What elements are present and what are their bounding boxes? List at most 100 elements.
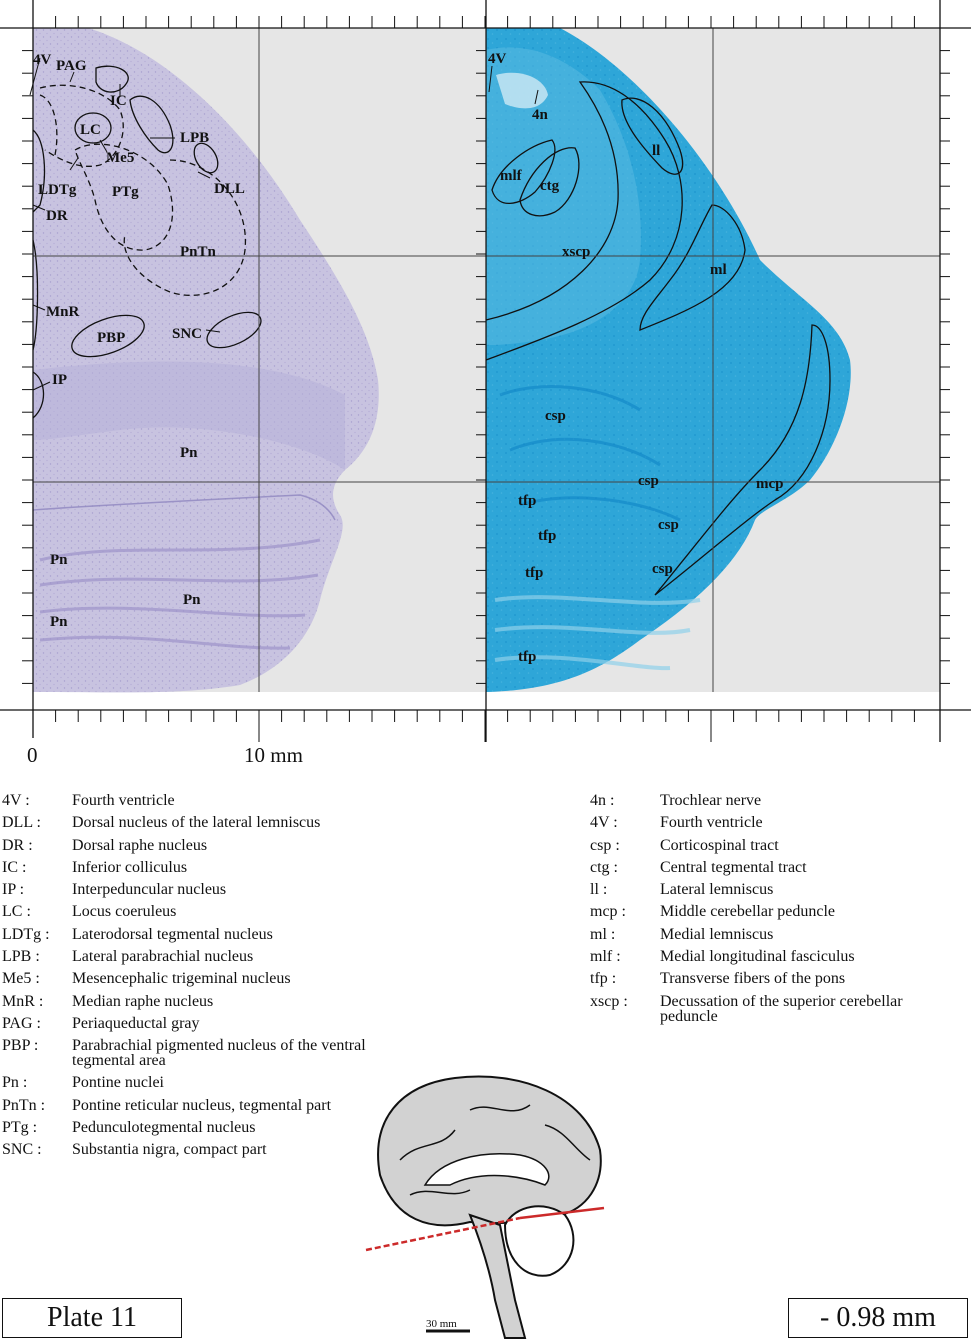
label-ptg: PTg [112,184,139,200]
snc-outline [206,311,262,349]
legend-row: LC : Locus coeruleus [2,901,432,923]
label-mnr: MnR [46,304,80,320]
brain-cerebellum [503,1205,575,1277]
label-dll: DLL [214,181,245,197]
legend-row: Me5 :Mesencephalic trigeminal nucleus [2,968,432,990]
label-pag: PAG [56,58,87,74]
legend-desc: Pontine nuclei [72,1074,164,1092]
legend-desc: Central tegmental tract [660,858,807,876]
nissl-pontine-striations [39,538,321,650]
legend-desc: Middle cerebellar peduncle [660,903,836,921]
legend-row: mlf :Medial longitudinal fasciculus [590,946,960,968]
label-4v-left: 4V [33,52,52,68]
brain-schematic-icon [365,1075,605,1339]
legend-abbr: 4n : [590,792,615,809]
ip-outline [32,371,45,419]
legend-desc: Transverse fibers of the pons [660,970,846,988]
brain-scale-label: 30 mm [426,1318,457,1330]
dll-outline [193,142,219,174]
axis-ticks [22,16,950,742]
lc-outline [74,112,112,144]
myelin-csp-bundles [499,385,681,522]
ctg-outline [519,147,580,217]
legend-row: SNC :Substantia nigra, compact part [2,1139,432,1161]
myelin-4v-leader [488,65,493,93]
label-mcp: mcp [756,476,784,492]
label-tfp-1: tfp [518,493,536,509]
brain-cerebrum [377,1075,602,1227]
label-ic: IC [110,93,127,109]
legend-desc: Dorsal raphe nucleus [72,836,208,854]
legend-row: MnR :Median raphe nucleus [2,991,432,1013]
label-snc: SNC [172,326,202,342]
ml-outline [639,204,746,331]
label-csp-2: csp [638,473,659,489]
legend-abbr: LC : [2,903,31,921]
nissl-ventral-fold [32,494,336,521]
legend-abbr: ll : [590,881,608,899]
ldtg-outline [39,94,58,156]
brain-cut-line-dashed [365,1216,521,1252]
label-ll: ll [652,143,660,159]
brain-corpus-callosum [423,1153,550,1186]
legend-abbr: LDTg : [2,925,50,943]
pntn-outline [123,159,247,296]
label-lc: LC [80,122,101,138]
legend-desc: Dorsal nucleus of the lateral lemniscus [72,814,321,832]
legend-desc: Locus coeruleus [72,903,177,921]
legend-abbr: Pn : [2,1074,28,1092]
nissl-pontine-band [33,361,345,470]
label-4v-right: 4V [488,51,507,67]
nissl-labels: 4V PAG IC LC LPB Me5 LDTg PTg DLL DR PnT… [33,52,245,630]
legend-abbr: LPB : [2,948,40,966]
myelin-labels: 4V 4n ll mlf ctg xscp ml csp csp mcp tfp… [488,51,784,665]
myelin-outlines [485,81,831,596]
legend-abbr: DLL : [2,814,41,832]
legend-abbr: ml : [590,925,616,943]
legend-row: PnTn :Pontine reticular nucleus, tegment… [2,1095,432,1117]
mlf-outline [491,139,556,205]
dr-outline [32,129,46,213]
legend-row: ctg :Central tegmental tract [590,857,960,879]
legend-abbr: PBP : [2,1037,39,1055]
legend-desc: Lateral parabrachial nucleus [72,948,254,966]
legend-abbr: IP : [2,881,25,899]
legend-row: xscp :Decussation of the superior cerebe… [590,991,960,1028]
legend-desc: Pedunculotegmental nucleus [72,1118,256,1136]
legend-abbr: IC : [2,858,27,876]
label-tfp-3: tfp [525,565,543,581]
legend-abbr: PAG : [2,1014,41,1032]
legend-row: Pn : Pontine nuclei [2,1072,432,1094]
brain-stem [468,1213,527,1339]
legend-abbr: mlf : [590,948,621,966]
mnr-outline [32,239,39,351]
ptg-outline [74,143,174,251]
legend-desc: Laterodorsal tegmental nucleus [72,925,273,943]
brain-gyri [399,1104,591,1196]
legend-row: LPB : Lateral parabrachial nucleus [2,946,432,968]
myelin-pontine-streaks [494,595,701,671]
legend-abbr: SNC : [2,1141,42,1159]
legend-desc: Fourth ventricle [72,792,175,809]
legend-desc: Fourth ventricle [660,814,763,832]
legend-desc: Lateral lemniscus [660,881,774,899]
legend-row: PTg : Pedunculotegmental nucleus [2,1117,432,1139]
plate-level: - 0.98 mm [788,1298,968,1338]
label-pn-1: Pn [180,445,198,461]
legend-abbr: 4V : [590,814,618,832]
legend-row: DR :Dorsal raphe nucleus [2,835,432,857]
label-ctg: ctg [540,178,560,194]
label-ip: IP [52,372,67,388]
label-pn-4: Pn [50,614,68,630]
legend-row: IP :Interpeduncular nucleus [2,879,432,901]
legend-desc: Pontine reticular nucleus, tegmental par… [72,1096,332,1114]
legend-desc: Parabrachial pigmented nucleus of the ve… [72,1037,366,1070]
legend-row: mcp :Middle cerebellar peduncle [590,901,960,923]
legend-abbr: Me5 : [2,970,40,988]
label-lpb: LPB [180,130,209,146]
brain-cut-line-solid [519,1206,605,1220]
label-pn-3: Pn [183,592,201,608]
legend-row: LDTg : Laterodorsal tegmental nucleus [2,924,432,946]
legend-abbr: PTg : [2,1118,38,1136]
legend-desc: Inferior colliculus [72,858,188,876]
